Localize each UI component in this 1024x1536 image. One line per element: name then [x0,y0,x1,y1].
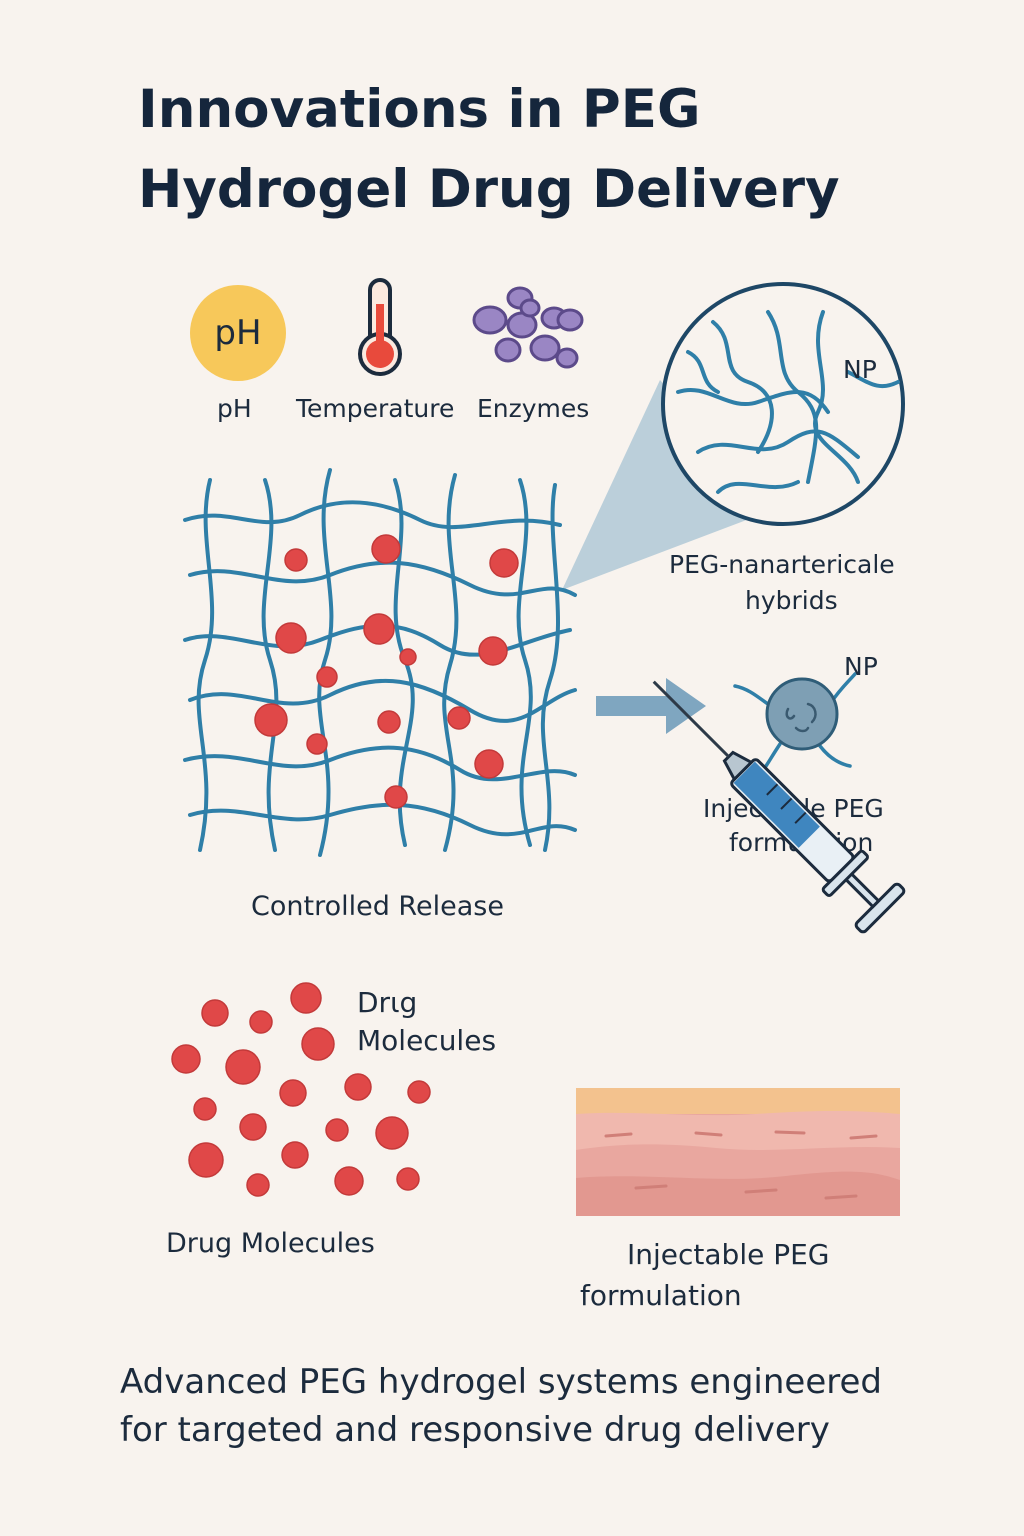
nanoparticle-np-label: NP [844,652,878,681]
injection-caption-line-1: Injectable PEG [627,1238,830,1271]
controlled-release-label: Controlled Release [251,891,504,922]
footer-line-1: Advanced PEG hydrogel systems engineered [120,1362,882,1402]
footer-description: Advanced PEG hydrogel systems engineered… [120,1358,960,1454]
enzymes-label: Enzymes [477,394,590,423]
drug-molecules-label: Drug Molecules [166,1228,375,1259]
temperature-label: Temperature [296,394,455,423]
injection-caption-line-2: formulation [580,1279,742,1312]
ph-label: pH [217,394,252,423]
zoom-np-label: NP [843,355,877,384]
zoom-caption-line-2: hybrids [745,586,838,615]
drug-side-label-line-1: Drɩg [357,986,418,1019]
skin-tissue [576,1088,900,1216]
zoom-caption-line-1: PEG-nanartericale [669,550,895,579]
ph-icon: pH [190,285,286,381]
footer-line-2: for targeted and responsive drug deliver… [120,1410,830,1450]
zoom-cone [562,380,778,590]
title-line-2: Hydrogel Drug Delivery [138,159,840,220]
arrow-right-icon [596,678,706,734]
zoom-circle [661,282,905,526]
syringe-icon [652,680,906,934]
thermometer-icon [358,278,402,376]
drug-side-label-line-2: Molecules [357,1024,497,1057]
page-title: Innovations in PEG Hydrogel Drug Deliver… [138,70,938,230]
enzyme-icon [472,286,584,369]
title-line-1: Innovations in PEG [138,79,701,140]
